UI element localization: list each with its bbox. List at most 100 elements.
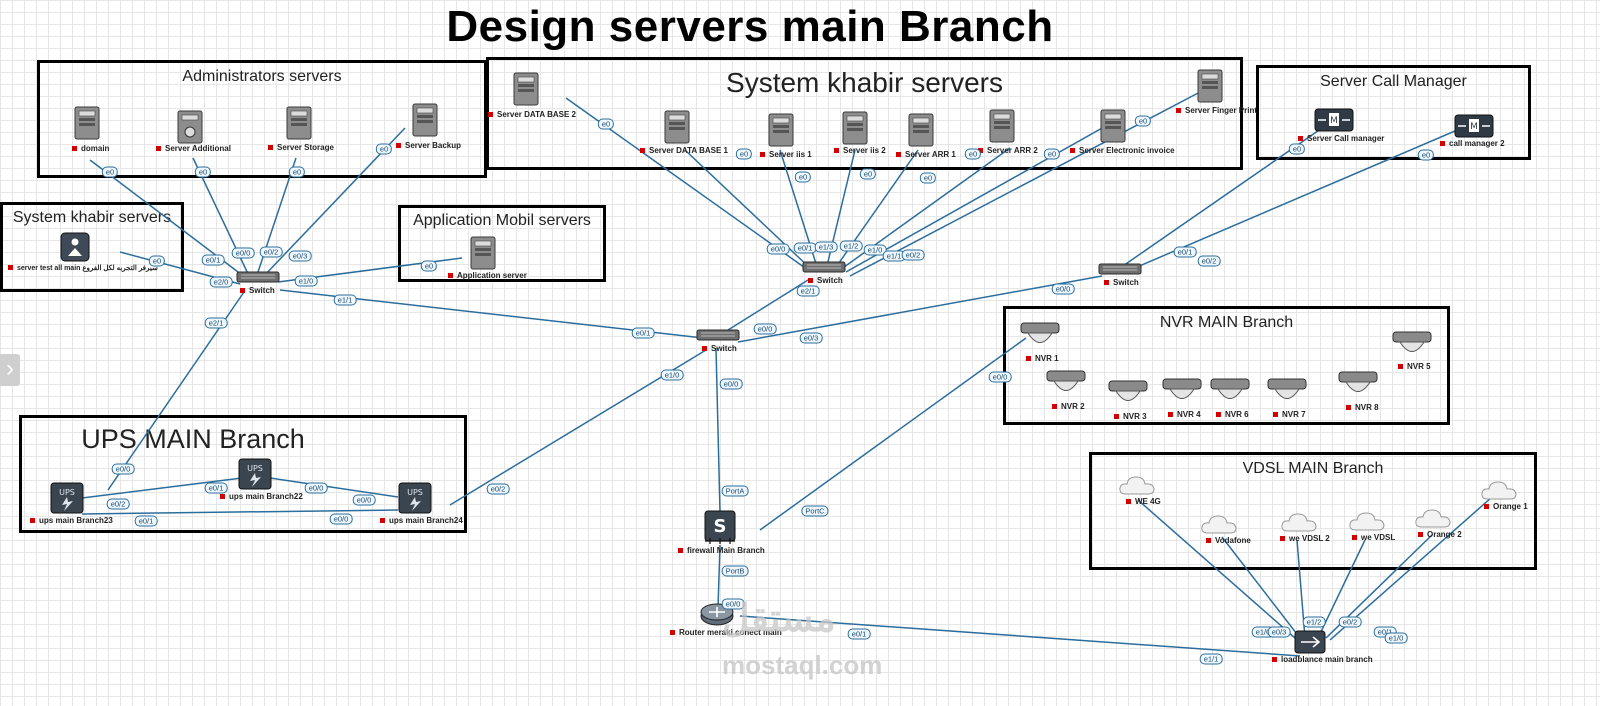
- test-server-icon: [60, 232, 90, 262]
- link-vodafone-lb: [1221, 536, 1301, 639]
- dome-camera-icon: [1392, 331, 1432, 352]
- port-label: e0/2: [901, 249, 925, 261]
- node-label: Vodafone: [1206, 536, 1251, 545]
- port-label: e0: [794, 171, 812, 183]
- node-label: Switch: [240, 286, 275, 295]
- port-label: e1/0: [660, 369, 684, 381]
- port-label: e0: [919, 172, 937, 184]
- svg-text:M: M: [1330, 116, 1338, 126]
- node-label: Server iis 2: [834, 146, 886, 155]
- node-label: Server Additional: [156, 144, 231, 153]
- port-label: e0/3: [799, 332, 823, 344]
- node-label: NVR 1: [1026, 354, 1059, 363]
- port-label: e0: [964, 148, 982, 160]
- link-firewall-nvr1: [759, 337, 1027, 531]
- port-label: e0/1: [204, 482, 228, 494]
- server-tower-icon: [470, 236, 496, 270]
- server-tower-icon: [1100, 109, 1126, 143]
- group-title: System khabir servers: [12, 209, 172, 226]
- port-label: e0/1: [134, 515, 158, 527]
- node-label: Server iis 1: [760, 150, 812, 159]
- firewall-icon: S: [704, 510, 736, 544]
- node-label: server test all main سيرفر التجربه لكل ا…: [8, 264, 158, 272]
- ups-icon: UPS: [50, 482, 84, 514]
- node-label: NVR 7: [1273, 410, 1306, 419]
- node-label: NVR 3: [1114, 412, 1147, 421]
- port-label: e0/0: [111, 463, 135, 475]
- node-label: Server DATA BASE 2: [488, 110, 576, 119]
- ups-icon: UPS: [238, 458, 272, 490]
- node-label: domain: [72, 144, 109, 153]
- dome-camera-icon: [1162, 378, 1202, 399]
- port-label: e0/2: [259, 246, 283, 258]
- link-ups22-ups24: [269, 477, 399, 498]
- group-title: Server Call Manager: [1320, 73, 1467, 90]
- port-label: e0: [735, 148, 753, 160]
- port-label: e0: [420, 260, 438, 272]
- group-nvr-main-branch: NVR MAIN Branch: [1003, 306, 1450, 425]
- port-label: e0/0: [231, 247, 255, 259]
- server-tower-icon: [177, 110, 203, 144]
- group-title: VDSL MAIN Branch: [1242, 460, 1384, 477]
- port-label: e0: [1288, 143, 1306, 155]
- server-tower-icon: [768, 113, 794, 147]
- node-label: Server DATA BASE 1: [640, 146, 728, 155]
- link-db1-switch: [684, 149, 813, 271]
- node-label: firewall Main Branch: [678, 546, 765, 555]
- link-switch-top-core: [727, 279, 809, 331]
- node-label: Server Finger Print: [1176, 106, 1257, 115]
- node-label: NVR 4: [1168, 410, 1201, 419]
- switch-icon: [802, 261, 846, 273]
- port-label: e0/0: [721, 598, 745, 610]
- node-label: NVR 8: [1346, 403, 1379, 412]
- port-label: e0: [597, 118, 615, 130]
- port-label: e0/0: [304, 482, 328, 494]
- port-label: e0/2: [1197, 255, 1221, 267]
- node-label: ups main Branch23: [30, 516, 113, 525]
- port-label: e0: [148, 255, 166, 267]
- port-label: e0: [375, 143, 393, 155]
- node-label: ups main Branch24: [380, 516, 463, 525]
- switch-icon: [696, 329, 740, 341]
- link-switch-right-core: [737, 275, 1103, 343]
- side-panel-toggle[interactable]: ›: [0, 354, 20, 386]
- port-label: e0: [859, 168, 877, 180]
- dome-camera-icon: [1020, 322, 1060, 343]
- load-balancer-icon: [1294, 630, 1326, 654]
- node-label: Application server: [448, 271, 527, 280]
- switch-icon: [236, 271, 280, 283]
- cloud-icon: [1481, 481, 1517, 500]
- port-label: e1/0: [863, 244, 887, 256]
- port-label: e0/0: [988, 371, 1012, 383]
- port-label: e0/1: [631, 327, 655, 339]
- cloud-icon: [1119, 476, 1155, 495]
- port-label: e0/0: [1051, 283, 1075, 295]
- group-title: Application Mobil servers: [413, 212, 591, 229]
- node-label: Orange 1: [1484, 502, 1528, 511]
- port-label: e1/0: [1384, 632, 1408, 644]
- port-label: e2/0: [209, 276, 233, 288]
- port-label: e0/0: [719, 378, 743, 390]
- node-label: Server Storage: [268, 143, 334, 152]
- watermark-latin: mostaql.com: [722, 650, 883, 680]
- port-label: e0: [288, 166, 306, 178]
- node-label: Server Backup: [396, 141, 461, 150]
- port-label: e0/2: [106, 498, 130, 510]
- port-label: e0: [1134, 115, 1152, 127]
- dome-camera-icon: [1267, 378, 1307, 399]
- link-wevdsl-lb: [1317, 539, 1366, 639]
- port-label: e0/2: [1338, 616, 1362, 628]
- cloud-icon: [1281, 513, 1317, 532]
- port-label: e0: [101, 166, 119, 178]
- ups-icon: UPS: [398, 482, 432, 514]
- port-label: e0/0: [329, 513, 353, 525]
- group-ups-main-branch: UPS MAIN Branch: [19, 415, 467, 533]
- cloud-icon: [1349, 512, 1385, 531]
- node-label: NVR 5: [1398, 362, 1431, 371]
- port-label: PortB: [721, 565, 749, 577]
- router-icon: [700, 603, 734, 626]
- group-server-call-manager: Server Call Manager: [1256, 65, 1531, 160]
- node-label: we VDSL: [1352, 533, 1395, 542]
- svg-text:UPS: UPS: [59, 488, 75, 497]
- server-tower-icon: [664, 110, 690, 144]
